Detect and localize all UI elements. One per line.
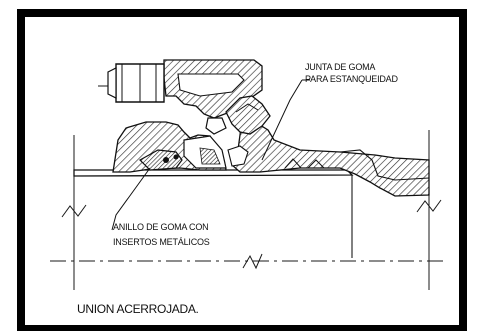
rubber-ring	[139, 149, 183, 171]
gasket-leader	[261, 79, 303, 161]
locking-segment-hatch	[199, 147, 221, 165]
gasket-inner-line	[235, 103, 259, 113]
bell-outer-profile	[339, 149, 430, 181]
clamp-cavity	[177, 73, 245, 97]
ring-label-line2: INSERTOS METÁLICOS	[113, 237, 210, 247]
break-symbol-left	[61, 204, 87, 218]
rubber-gasket	[225, 95, 271, 135]
metal-insert-2	[173, 154, 179, 160]
ring-label-line1: ANILLO DE GOMA CON	[113, 222, 209, 232]
gland-lip	[227, 145, 249, 167]
break-symbol-right	[416, 199, 442, 213]
ring-leader	[111, 167, 151, 231]
spigot-teeth	[284, 158, 325, 169]
bolt-tip	[107, 67, 117, 99]
metal-insert-1	[163, 157, 169, 163]
diagram-caption: UNION ACERROJADA.	[77, 302, 199, 316]
bell-socket	[231, 119, 430, 197]
gasket-label-line1: JUNTA DE GOMA	[305, 62, 376, 72]
gasket-label-line2: PARA ESTANQUEIDAD	[305, 74, 398, 84]
clamp-bracket	[205, 117, 227, 135]
